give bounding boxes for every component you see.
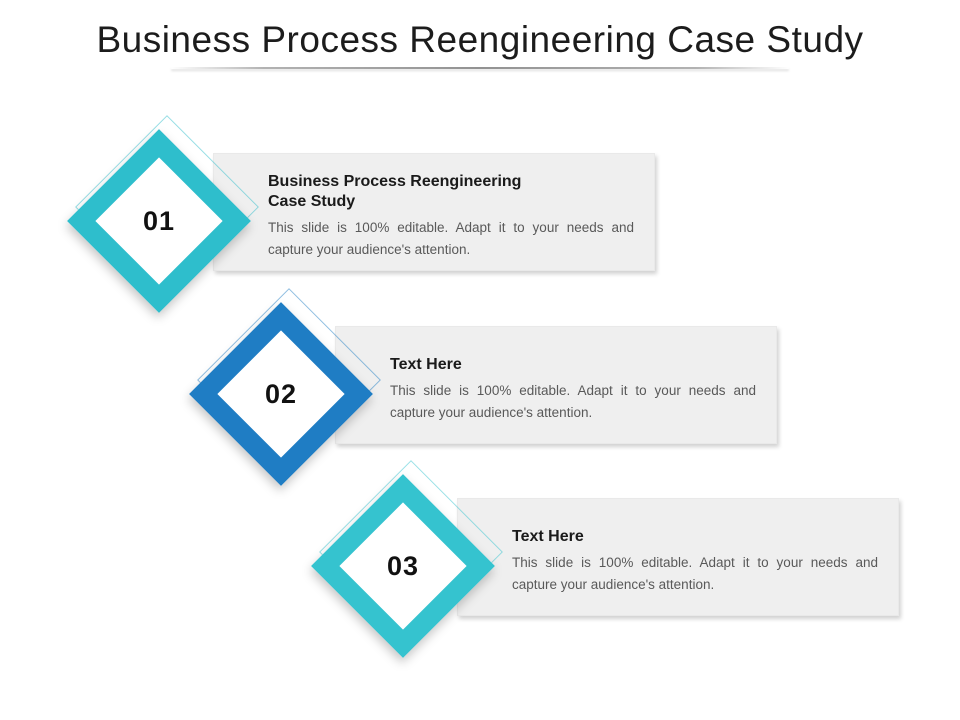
step-3-text-card: Text Here This slide is 100% editable. A… — [457, 498, 899, 616]
step-3-number: 03 — [386, 550, 420, 581]
step-2-number: 02 — [264, 378, 298, 409]
step-1-text-card: Business Process Reengineering Case Stud… — [213, 153, 655, 271]
step-1-diamond: 01 — [66, 115, 259, 314]
step-2-text-card: Text Here This slide is 100% editable. A… — [335, 326, 777, 444]
slide-title: Business Process Reengineering Case Stud… — [96, 19, 864, 60]
step-1-body-text: This slide is 100% editable. Adapt it to… — [268, 219, 634, 257]
step-3-heading: Text Here — [512, 527, 584, 545]
step-1-heading: Business Process Reengineering Case Stud… — [268, 172, 522, 210]
step-2-heading: Text Here — [390, 355, 462, 373]
step-1-number: 01 — [142, 205, 176, 236]
step-3-diamond: 03 — [310, 460, 503, 659]
step-3-body-text: This slide is 100% editable. Adapt it to… — [512, 554, 878, 592]
step-2-diamond: 02 — [188, 288, 381, 487]
step-2-body-text: This slide is 100% editable. Adapt it to… — [390, 382, 756, 420]
title-underline-rule — [171, 67, 789, 69]
